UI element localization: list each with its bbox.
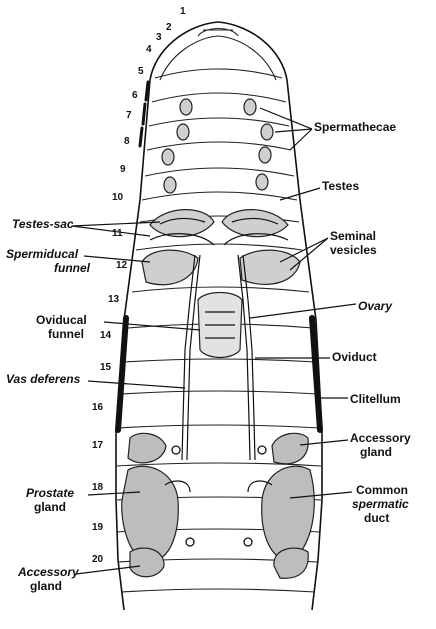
label-spermiducal-funnel-line1: Spermiducal <box>6 247 79 261</box>
segment-number: 20 <box>92 554 104 565</box>
segment-number: 12 <box>116 260 128 271</box>
segment-number: 17 <box>92 440 104 451</box>
labels: Spermathecae Testes Testes-sac Seminal v… <box>6 120 411 593</box>
accessory-glands-lower <box>129 547 309 579</box>
ovary-region <box>197 291 243 359</box>
label-seminal-vesicles-line2: vesicles <box>330 243 377 257</box>
segment-number: 9 <box>120 164 126 175</box>
label-oviducal-funnel-line2: funnel <box>48 327 84 341</box>
label-accessory-gland-left-line1: Accessory <box>17 565 80 579</box>
prostate-glands <box>121 465 315 563</box>
label-prostate-gland-line2: gland <box>34 500 66 514</box>
label-clitellum: Clitellum <box>350 392 401 406</box>
label-testes: Testes <box>322 179 359 193</box>
segment-number: 14 <box>100 330 112 341</box>
segment-number: 4 <box>146 44 152 55</box>
label-accessory-gland-left-line2: gland <box>30 579 62 593</box>
label-oviduct: Oviduct <box>332 350 377 364</box>
clitellum <box>115 315 323 433</box>
label-common-spermatic-duct-line1: Common <box>356 483 408 497</box>
label-common-spermatic-duct-line2: spermatic <box>352 497 409 511</box>
segment-number: 11 <box>112 228 123 239</box>
segment-number: 3 <box>156 32 162 43</box>
label-testes-sac: Testes-sac <box>12 217 74 231</box>
segment-number: 5 <box>138 66 144 77</box>
segment-number: 6 <box>132 90 138 101</box>
segment-numbers: 1 2 3 4 5 6 7 8 9 10 11 12 13 14 15 16 1… <box>92 6 186 565</box>
segment-number: 2 <box>166 22 172 33</box>
label-accessory-gland-right-line2: gland <box>360 445 392 459</box>
label-accessory-gland-right-line1: Accessory <box>350 431 411 445</box>
segment-number: 16 <box>92 402 104 413</box>
testes-sacs <box>149 209 289 246</box>
label-prostate-gland-line1: Prostate <box>26 486 74 500</box>
seminal-vesicles <box>141 249 301 286</box>
segment-number: 7 <box>126 110 132 121</box>
label-common-spermatic-duct-line3: duct <box>364 511 389 525</box>
segment-number: 15 <box>100 362 112 373</box>
label-ovary: Ovary <box>358 299 393 313</box>
segment-number: 13 <box>108 294 120 305</box>
spermathecae <box>161 98 274 194</box>
segment-number: 10 <box>112 192 124 203</box>
label-spermiducal-funnel-line2: funnel <box>54 261 91 275</box>
label-seminal-vesicles-line1: Seminal <box>330 229 376 243</box>
segment-number: 19 <box>92 522 104 533</box>
segment-number: 18 <box>92 482 104 493</box>
label-vas-deferens: Vas deferens <box>6 372 81 386</box>
ducts <box>181 254 256 461</box>
accessory-glands-upper <box>127 432 309 465</box>
segment-number: 1 <box>180 6 186 17</box>
segment-number: 8 <box>124 136 130 147</box>
label-spermathecae: Spermathecae <box>314 120 396 134</box>
leader-lines <box>71 107 357 575</box>
label-oviducal-funnel-line1: Oviducal <box>36 313 87 327</box>
